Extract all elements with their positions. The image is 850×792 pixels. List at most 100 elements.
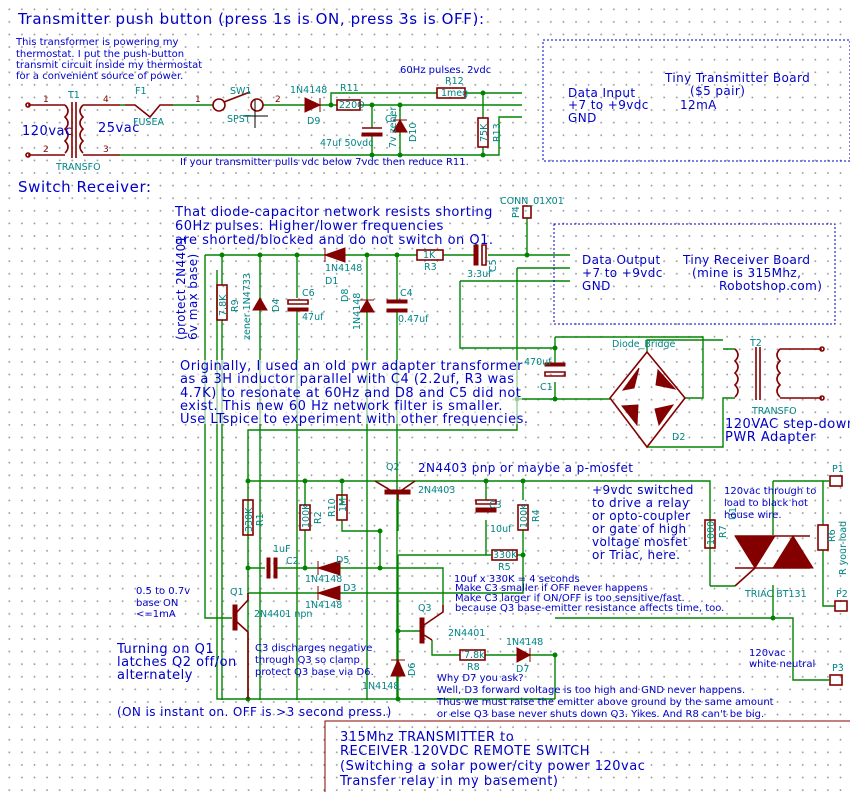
f1-value: FUSEA xyxy=(133,117,164,128)
neutral-note: 120vac xyxy=(749,648,786,659)
capacitor-c5-plate xyxy=(481,244,487,266)
capacitor-c5 xyxy=(473,244,479,266)
r1-value: 330K xyxy=(244,507,255,532)
u1-ref: U1 xyxy=(728,507,739,520)
r10-value: 1M xyxy=(338,498,349,512)
t1-ref: T1 xyxy=(67,90,80,101)
transistor-q2 xyxy=(374,480,416,500)
secondary-voltage: 25vac xyxy=(98,121,140,136)
d10-value: 7v zener xyxy=(388,107,399,148)
resistor-r1 xyxy=(242,499,254,536)
diode-d1 xyxy=(323,247,346,263)
board-price: ($5 pair) xyxy=(690,84,745,98)
note-line: are shorted/blocked and do not switch on… xyxy=(175,233,494,248)
protect-note: 6v max base) xyxy=(186,253,200,340)
r2-value: 100K xyxy=(301,503,312,528)
latch-note: alternately xyxy=(117,668,193,683)
note-line: This transformer is powering my xyxy=(15,37,179,48)
adapter-note: 120VAC step-down xyxy=(725,417,850,432)
junctions xyxy=(328,90,486,158)
d7-note: Why D7 you ask? xyxy=(437,673,524,684)
pulses-note: 60Hz pulses. 2vdc xyxy=(400,65,491,76)
c3-value: 10uf xyxy=(490,524,512,535)
timing-note: because Q3 base-emitter resistance affec… xyxy=(455,603,724,614)
timing-note: Make C3 smaller if OFF never happens xyxy=(455,583,648,594)
c1-ref: C1 xyxy=(540,382,553,393)
note-line: That diode-capacitor network resists sho… xyxy=(174,205,493,220)
hot-note: load to black hot xyxy=(724,498,808,509)
c7-ref: C7 xyxy=(385,114,398,125)
capacitor-c1-plate xyxy=(544,371,566,377)
note-line: as a 3H inductor parallel with C4 (2.2uf… xyxy=(180,372,515,387)
switched-note: or opto-coupler xyxy=(592,509,690,523)
p4-ref: P4 xyxy=(511,206,522,218)
triac-u1 xyxy=(734,535,814,587)
resistor-r7 xyxy=(704,519,716,549)
note-background xyxy=(178,360,522,424)
capacitor-c6-plate xyxy=(287,307,309,312)
connector-p1[interactable] xyxy=(829,475,843,487)
r8-ref: R8 xyxy=(467,662,480,673)
fuse-f1 xyxy=(125,104,173,119)
resistor-r12 xyxy=(436,87,466,99)
d7-note: Well, D3 forward voltage is too high and… xyxy=(437,685,745,696)
d2-ref: D2 xyxy=(672,432,685,443)
timing-note: Make C3 larger if ON/OFF is too sensitiv… xyxy=(455,593,685,604)
resistor-r2 xyxy=(299,504,311,531)
note-line: transmit circuit inside my thermostat xyxy=(16,60,202,71)
title-block-line: RECEIVER 120VDC REMOTE SWITCH xyxy=(340,744,590,759)
c7-value: 47uf 50vdc xyxy=(320,138,373,149)
diode-d3 xyxy=(316,585,341,601)
board-pin-label: GND xyxy=(568,111,597,125)
r11-ref: R11 xyxy=(340,83,359,94)
board-title: Robotshop.com) xyxy=(719,279,822,293)
d8-value: 1N4148 xyxy=(352,293,363,330)
pin-number: 3 xyxy=(103,145,109,155)
base-note: <=1mA xyxy=(136,609,176,620)
d5-ref: D5 xyxy=(336,555,349,566)
p3-ref: P3 xyxy=(832,663,844,674)
base-note: 0.5 to 0.7v xyxy=(136,586,190,597)
note-line: Originally, I used an old pwr adapter tr… xyxy=(180,359,523,374)
switched-note: +9vdc switched xyxy=(592,483,694,497)
capacitor-c1 xyxy=(544,362,566,367)
d2-value: Diode_Bridge xyxy=(612,339,676,350)
p2-ref: P2 xyxy=(836,589,848,600)
board-pin-label: +7 to +9vdc xyxy=(582,266,663,280)
wire xyxy=(813,480,830,681)
junctions xyxy=(219,252,776,702)
connector-p2[interactable] xyxy=(834,600,848,612)
r13-value: 75K xyxy=(479,123,490,142)
c1-value: 470uf xyxy=(524,357,552,368)
resistor-r6 xyxy=(817,524,829,551)
diode-d7 xyxy=(516,647,532,663)
resistor-r8 xyxy=(459,649,486,661)
switch-sw1[interactable] xyxy=(212,91,268,128)
diode-bridge-d2 xyxy=(608,350,687,449)
pin-number: 1 xyxy=(195,95,201,105)
c5-ref: C5 xyxy=(488,259,499,272)
neutral-note: white neutral xyxy=(749,659,815,670)
q1-value: 2N4401 npn xyxy=(254,609,312,620)
d1-value: 1N4148 xyxy=(325,263,362,274)
d1-ref: D1 xyxy=(325,276,338,287)
d4-value: zener 1N4733 xyxy=(242,273,253,340)
board-title: Tiny Transmitter Board xyxy=(664,71,810,85)
c3-ref: C3 xyxy=(489,500,502,511)
d7-value: 1N4148 xyxy=(506,637,543,648)
connector-p3[interactable] xyxy=(829,674,843,686)
pin-number: 1 xyxy=(43,95,49,105)
r4-ref: R4 xyxy=(531,509,542,522)
connector-p4[interactable] xyxy=(522,205,532,219)
board-title: Tiny Receiver Board xyxy=(682,253,810,267)
input-voltage: 120vac xyxy=(22,124,73,139)
zener-d4 xyxy=(252,297,268,311)
c6-ref: C6 xyxy=(302,288,315,299)
latch-note: Turning on Q1 xyxy=(116,642,214,657)
switched-note: or gate of high xyxy=(592,522,687,536)
c3-note: protect Q3 base via D6. xyxy=(255,667,374,678)
title-block-line: (Switching a solar power/city power 120v… xyxy=(340,759,645,774)
q2-ref: Q2 xyxy=(386,462,400,473)
transistor-q3 xyxy=(419,605,444,644)
r11-note: If your transmitter pulls vdc below 7vdc… xyxy=(180,157,469,168)
